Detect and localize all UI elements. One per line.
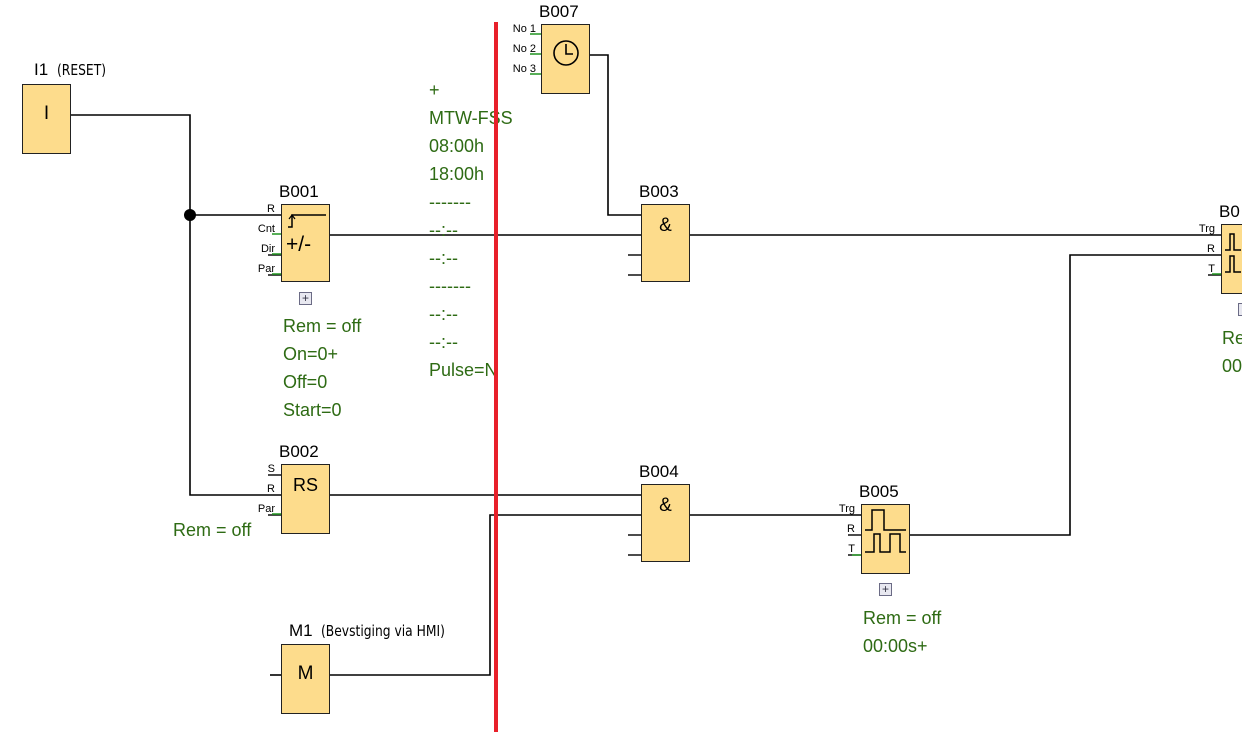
param-line: Off=0 bbox=[283, 372, 328, 392]
param-line: 00:00s+ bbox=[863, 636, 928, 656]
expand-params-button[interactable]: + bbox=[879, 583, 892, 596]
pin-label: R bbox=[1207, 243, 1215, 255]
pin-label: Trg bbox=[1198, 223, 1215, 235]
pin-label: No 1 bbox=[512, 23, 536, 35]
param-line: --:-- bbox=[429, 220, 458, 240]
param-line: 18:00h bbox=[429, 164, 485, 184]
pin-label: T bbox=[1208, 263, 1215, 275]
param-line: Start=0 bbox=[283, 400, 342, 420]
pulse-icon bbox=[865, 509, 906, 553]
block-name: M1 bbox=[289, 621, 313, 640]
block-b007-name: B007 bbox=[539, 2, 579, 21]
param-line: ------- bbox=[429, 192, 471, 212]
block-m1-label: M1 (Bevstiging via HMI) bbox=[289, 621, 472, 641]
block-comment: (RESET) bbox=[56, 61, 106, 79]
pin-label: Par bbox=[257, 263, 275, 275]
block-name: I1 bbox=[34, 60, 49, 79]
block-i1[interactable]: I bbox=[22, 84, 71, 154]
counter-icon: +/- bbox=[286, 214, 326, 256]
param-line: MTW-FSS bbox=[429, 108, 513, 128]
param-line: + bbox=[429, 80, 440, 100]
block-b002-params: Rem = off bbox=[173, 516, 251, 544]
pulse-icon bbox=[1225, 233, 1241, 273]
flag-symbol: M bbox=[297, 663, 314, 684]
block-i1-label: I1 (RESET) bbox=[34, 60, 116, 80]
block-b003-and[interactable]: & bbox=[641, 204, 690, 282]
block-b007-params: + MTW-FSS 08:00h 18:00h ------- --:-- --… bbox=[429, 76, 513, 384]
wire-m1-to-b004 bbox=[330, 514, 641, 676]
expand-params-button[interactable] bbox=[1238, 303, 1242, 316]
block-b004-name: B004 bbox=[639, 462, 679, 481]
pin-label: No 3 bbox=[512, 63, 536, 75]
param-line: --:-- bbox=[429, 248, 458, 268]
block-m1-flag[interactable]: M bbox=[281, 644, 330, 714]
wire-b007-to-b003 bbox=[590, 54, 641, 216]
block-b002-rs-latch[interactable]: RS bbox=[281, 464, 330, 534]
block-b00x-params: Re 00 bbox=[1222, 324, 1242, 380]
param-line: --:-- bbox=[429, 332, 458, 352]
block-b003-name: B003 bbox=[639, 182, 679, 201]
input-symbol: I bbox=[43, 103, 50, 124]
pin-label: T bbox=[848, 543, 855, 555]
block-b001-params: Rem = off On=0+ Off=0 Start=0 bbox=[283, 312, 361, 424]
block-b005-pulse-relay[interactable] bbox=[861, 504, 910, 574]
pin-label: Dir bbox=[260, 243, 275, 255]
block-b001-name: B001 bbox=[279, 182, 319, 201]
svg-text:+/-: +/- bbox=[286, 233, 311, 256]
param-line: Pulse=N bbox=[429, 360, 498, 380]
block-b002-name: B002 bbox=[279, 442, 319, 461]
block-b00x-name: B0 bbox=[1219, 202, 1240, 221]
pin-label: Par bbox=[257, 503, 275, 515]
and-symbol: & bbox=[659, 215, 672, 236]
param-line: --:-- bbox=[429, 304, 458, 324]
pin-label: Cnt bbox=[257, 223, 275, 235]
expand-params-button[interactable]: + bbox=[299, 292, 312, 305]
param-line: Rem = off bbox=[173, 520, 252, 540]
wire-junction bbox=[184, 209, 196, 221]
wire-b005-to-b00x bbox=[910, 254, 1221, 536]
param-line: Rem = off bbox=[863, 608, 942, 628]
red-marker-line bbox=[494, 22, 498, 732]
pin-label: S bbox=[267, 463, 275, 475]
pin-label: No 2 bbox=[512, 43, 536, 55]
and-symbol: & bbox=[659, 495, 672, 516]
rs-symbol: RS bbox=[292, 475, 318, 495]
block-b005-name: B005 bbox=[859, 482, 899, 501]
block-comment: (Bevstiging via HMI) bbox=[321, 622, 445, 640]
pin-label: R bbox=[847, 523, 855, 535]
param-line: 08:00h bbox=[429, 136, 485, 156]
param-line: On=0+ bbox=[283, 344, 339, 364]
param-line: Re bbox=[1222, 328, 1242, 348]
block-b007-weekly-timer[interactable] bbox=[541, 24, 590, 94]
block-b00x-pulse-relay[interactable] bbox=[1221, 224, 1242, 294]
block-b004-and[interactable]: & bbox=[641, 484, 690, 562]
param-line: 00 bbox=[1222, 356, 1242, 376]
param-line: ------- bbox=[429, 276, 471, 296]
wire-i1-out bbox=[70, 114, 281, 496]
block-b005-params: Rem = off 00:00s+ bbox=[863, 604, 941, 660]
block-b001-updown-counter[interactable]: +/- bbox=[281, 204, 330, 282]
clock-icon bbox=[553, 40, 579, 66]
param-line: Rem = off bbox=[283, 316, 362, 336]
pin-label: R bbox=[267, 203, 275, 215]
pin-label: Trg bbox=[838, 503, 855, 515]
pin-label: R bbox=[267, 483, 275, 495]
